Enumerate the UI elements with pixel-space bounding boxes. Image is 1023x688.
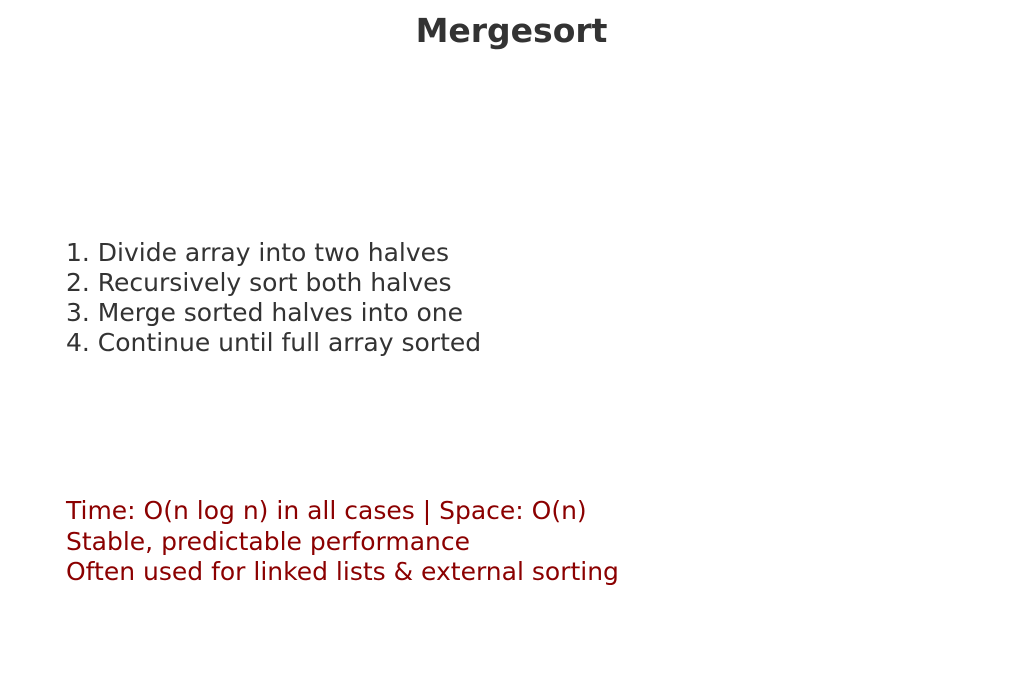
complexity-notes-list: Time: O(n log n) in all cases | Space: O… (66, 496, 619, 588)
page-title: Mergesort (415, 11, 608, 50)
step-item: 3. Merge sorted halves into one (66, 298, 463, 327)
step-item: 4. Continue until full array sorted (66, 328, 482, 357)
algorithm-steps-list: 1. Divide array into two halves 2. Recur… (66, 238, 481, 358)
step-item: 2. Recursively sort both halves (66, 268, 452, 297)
note-item: Time: O(n log n) in all cases | Space: O… (66, 496, 587, 525)
step-item: 1. Divide array into two halves (66, 238, 450, 267)
note-item: Often used for linked lists & external s… (66, 557, 619, 586)
note-item: Stable, predictable performance (66, 526, 470, 556)
